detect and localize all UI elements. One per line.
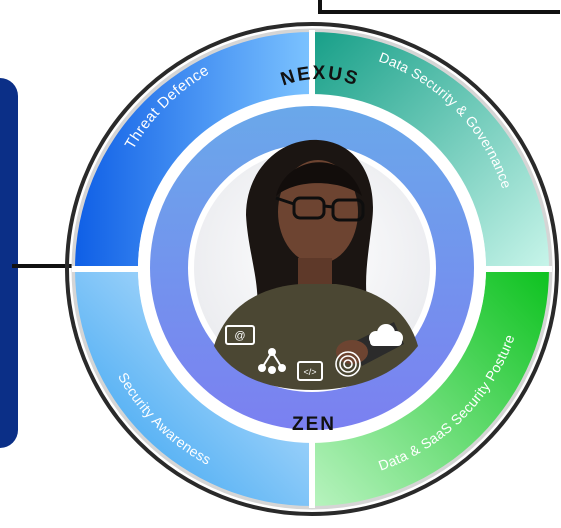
- cloud-icon: [369, 324, 403, 346]
- svg-text:@: @: [234, 330, 245, 342]
- code-icon: </>: [297, 361, 323, 381]
- email-icon: @: [225, 325, 255, 345]
- segment-saas-posture: [312, 269, 549, 506]
- segment-data-security: [312, 32, 549, 269]
- overlay-icons: @ </>: [225, 324, 403, 381]
- outer-ring: [65, 22, 559, 516]
- top-connector: [318, 0, 560, 14]
- segment-threat-defence: [75, 32, 312, 269]
- label-zen: ZEN: [292, 414, 336, 435]
- svg-text:</>: </>: [303, 367, 316, 377]
- fingerprint-icon: [335, 351, 361, 377]
- segment-security-awareness: [75, 269, 312, 506]
- network-icon: [258, 348, 286, 374]
- left-panel: [0, 78, 18, 448]
